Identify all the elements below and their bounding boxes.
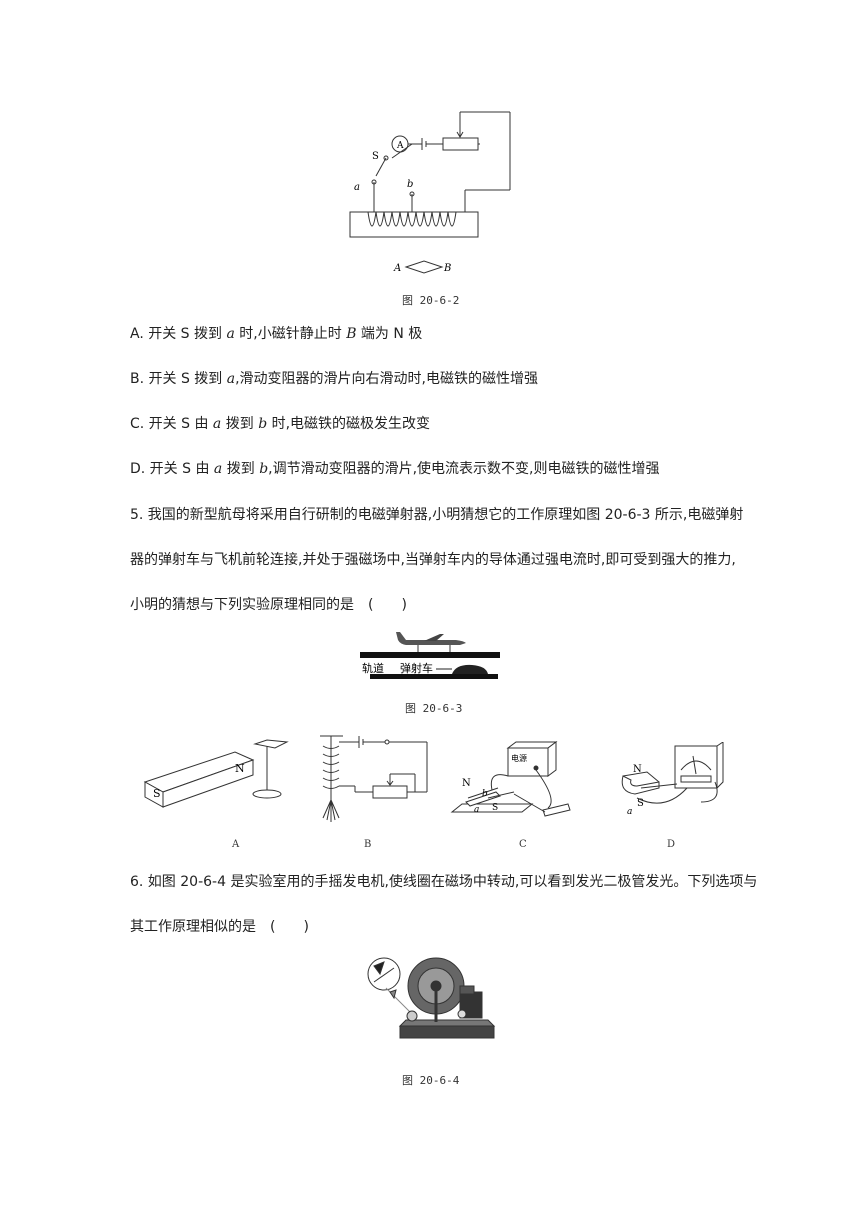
track-top [360, 652, 500, 658]
option-a: A. 开关 S 拨到 a 时,小磁针静止时 B 端为 N 极 [130, 326, 423, 342]
horseshoe-magnet-icon [621, 775, 660, 795]
question6-line2: 其工作原理相似的是 ( ) [130, 919, 309, 935]
ammeter-label: A [396, 141, 404, 151]
horseshoe-magnet-icon [465, 791, 501, 807]
magnet-s-label: S [492, 803, 498, 813]
question6-line1: 6. 如图 20-6-4 是实验室用的手摇发电机,使线圈在磁场中转动,可以看到发… [130, 874, 758, 890]
magnet-s-label: S [637, 798, 644, 809]
magnet-n-label: N [633, 764, 642, 775]
figure-20-6-2: A S a b A B [349, 111, 511, 274]
coil-icon [322, 745, 340, 789]
choice-d-label: D [667, 839, 676, 850]
base-plate [399, 1025, 495, 1039]
catapult-car-icon [452, 664, 488, 674]
needle-b-label: B [443, 263, 451, 274]
track-bottom [370, 674, 498, 679]
car-label: 弹射车 [400, 661, 433, 675]
track-label: 轨道 [362, 661, 384, 675]
magnet-n-label: N [462, 778, 471, 789]
choice-b-figure [320, 735, 428, 822]
choice-b-label: B [364, 839, 372, 850]
choice-d-figure: N S a [621, 742, 724, 817]
choice-c-figure: 电源 N b a S [450, 741, 571, 817]
question5-line1: 5. 我国的新型航母将采用自行研制的电磁弹射器,小明猜想它的工作原理如图 20-… [130, 507, 744, 523]
rheostat-icon [372, 785, 408, 799]
paper-clips-icon [322, 799, 340, 822]
airplane-icon [396, 632, 466, 654]
switch-label: S [372, 151, 379, 162]
question5-line2: 器的弹射车与飞机前轮连接,并处于强磁场中,当弹射车内的导体通过强电流时,即可受到… [130, 552, 736, 568]
figure-20-6-3: 轨道 弹射车 [360, 632, 500, 679]
switch-icon [542, 803, 571, 817]
choice-c-label: C [519, 839, 527, 850]
choice-a-label: A [232, 839, 240, 850]
figure-20-6-3-caption: 图 20-6-3 [405, 702, 463, 715]
wire-b-label: b [482, 789, 488, 799]
wire-a-label: a [627, 807, 632, 817]
choice-a-figure: S N [143, 739, 289, 808]
option-b: B. 开关 S 拨到 a,滑动变阻器的滑片向右滑动时,电磁铁的磁性增强 [130, 371, 539, 387]
wire-a-label: a [474, 805, 479, 815]
compass-needle-icon [404, 260, 444, 274]
compass-needle-icon [253, 739, 289, 749]
figure-20-6-4-caption: 图 20-6-4 [402, 1074, 460, 1087]
electromagnet-core [349, 211, 479, 238]
contact-a-label: a [354, 182, 360, 193]
figure-20-6-2-caption: 图 20-6-2 [402, 294, 460, 307]
bar-magnet-side [162, 759, 254, 808]
question5-line3: 小明的猜想与下列实验原理相同的是 ( ) [130, 597, 407, 613]
magnet-n-label: N [235, 762, 245, 775]
figure-20-6-4 [367, 957, 496, 1039]
option-c: C. 开关 S 由 a 拨到 b 时,电磁铁的磁极发生改变 [130, 416, 431, 432]
magnet-s-label: S [153, 787, 161, 800]
power-label: 电源 [511, 753, 527, 763]
contact-b-label: b [407, 179, 413, 190]
rheostat-icon [442, 137, 479, 151]
needle-a-label: A [393, 263, 401, 274]
option-d: D. 开关 S 由 a 拨到 b,调节滑动变阻器的滑片,使电流表示数不变,则电磁… [130, 461, 660, 477]
